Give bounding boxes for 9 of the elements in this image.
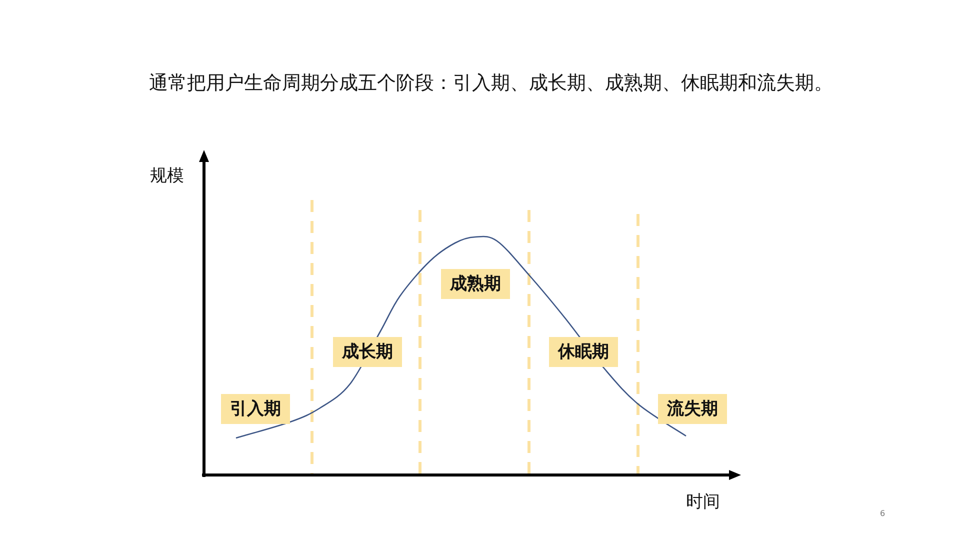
axis-label: 规模 [150, 165, 184, 187]
stage-label: 成熟期 [441, 269, 510, 299]
slide-title: 通常把用户生命周期分成五个阶段：引入期、成长期、成熟期、休眠期和流失期。 [149, 71, 833, 96]
stage-label: 流失期 [658, 394, 727, 424]
stage-label: 休眠期 [549, 337, 618, 367]
axis-label: 时间 [686, 491, 720, 513]
stage-label: 成长期 [333, 337, 402, 367]
page-number: 6 [880, 509, 886, 519]
stage-label: 引入期 [221, 394, 290, 424]
